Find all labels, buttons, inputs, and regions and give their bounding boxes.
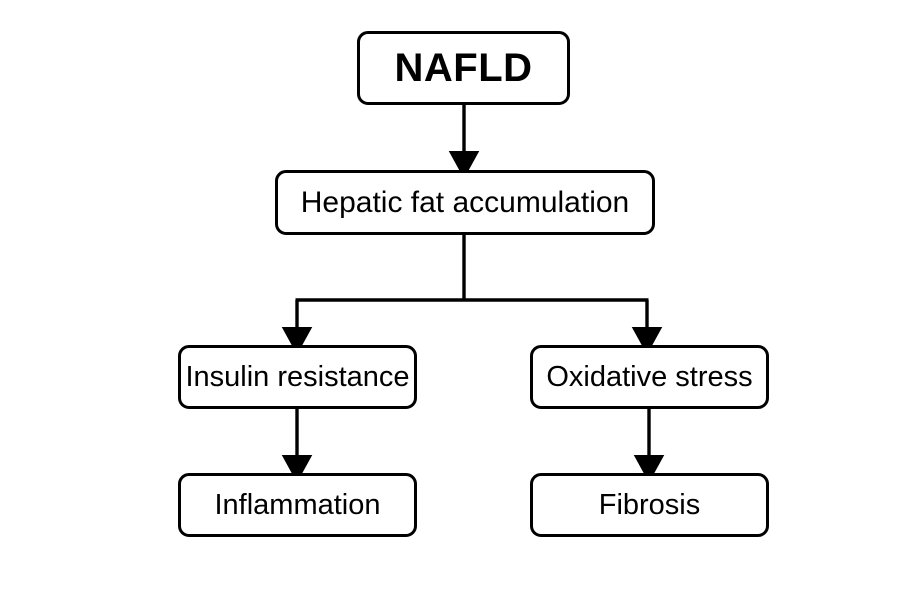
node-inflammation-label: Inflammation [214,488,381,521]
node-hepatic-fat-accumulation[interactable]: Hepatic fat accumulation [275,170,655,235]
node-fibrosis[interactable]: Fibrosis [530,473,769,537]
node-nafld[interactable]: NAFLD [357,31,570,105]
node-fibrosis-label: Fibrosis [598,488,701,521]
node-inflammation[interactable]: Inflammation [178,473,417,537]
node-oxidative-stress[interactable]: Oxidative stress [530,345,769,409]
node-oxidative-stress-label: Oxidative stress [546,360,753,393]
node-hepatic-fat-accumulation-label: Hepatic fat accumulation [300,185,630,219]
node-insulin-resistance-label: Insulin resistance [185,360,410,393]
node-nafld-label: NAFLD [394,46,533,90]
node-insulin-resistance[interactable]: Insulin resistance [178,345,417,409]
